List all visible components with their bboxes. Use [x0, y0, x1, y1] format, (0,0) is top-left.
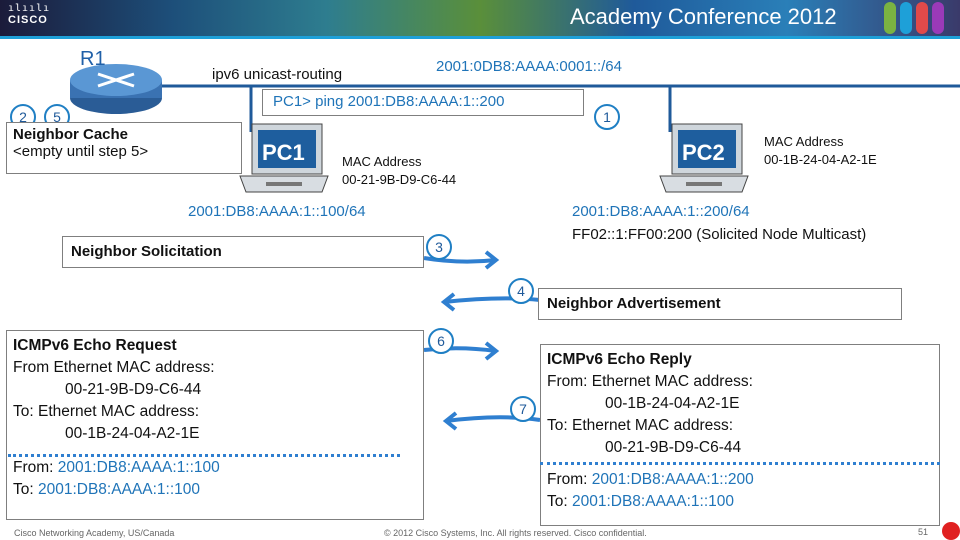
footer-copyright: © 2012 Cisco Systems, Inc. All rights re… [384, 528, 647, 538]
echo-request-divider [8, 454, 400, 457]
cisco-logo: ılıılı CISCO [8, 4, 52, 34]
echo-request-from-mac-label: From Ethernet MAC address: [13, 359, 215, 376]
cisco-logo-text: CISCO [8, 14, 48, 26]
neighbor-solicitation-box: Neighbor Solicitation [62, 236, 424, 268]
echo-reply-panel: ICMPv6 Echo Reply From: Ethernet MAC add… [540, 344, 940, 526]
echo-reply-to-ip-row: To: 2001:DB8:AAAA:1::100 [547, 491, 933, 513]
conference-title: Academy Conference 2012 [570, 4, 837, 29]
step-badge-6: 6 [428, 328, 454, 354]
echo-reply-divider [540, 462, 940, 465]
echo-reply-from-label: From: [547, 471, 592, 488]
color-bar [884, 2, 896, 34]
network-prefix: 2001:0DB8:AAAA:0001::/64 [436, 58, 622, 75]
arrow-left-icon [440, 292, 541, 312]
echo-request-to-mac-label: To: Ethernet MAC address: [13, 403, 200, 420]
echo-reply-to-mac-label: To: Ethernet MAC address: [547, 417, 734, 434]
record-indicator-icon [942, 522, 960, 540]
pc2-computer-icon[interactable] [656, 118, 752, 198]
echo-request-title: ICMPv6 Echo Request [13, 337, 177, 354]
echo-request-to-ip-row: To: 2001:DB8:AAAA:1::100 [13, 479, 417, 501]
router-command: ipv6 unicast-routing [212, 66, 343, 83]
echo-reply-from-mac-label: From: Ethernet MAC address: [547, 373, 753, 390]
pc1-computer-icon[interactable] [236, 118, 332, 198]
color-bar [932, 2, 944, 34]
color-bars-decoration [880, 0, 960, 36]
echo-reply-from-ip-row: From: 2001:DB8:AAAA:1::200 [547, 469, 933, 491]
pc2-name: PC2 [682, 140, 725, 165]
color-bar [916, 2, 928, 34]
pc2-mac: 00-1B-24-04-A2-1E [764, 152, 877, 167]
router-name: R1 [80, 48, 106, 70]
echo-reply-to-label: To: [547, 493, 572, 510]
echo-request-to-label: To: [13, 481, 38, 498]
step-badge-7: 7 [510, 396, 536, 422]
ping-command: PC1> ping 2001:DB8:AAAA:1::200 [273, 93, 505, 110]
pc1-name: PC1 [262, 140, 305, 165]
page-number: 51 [918, 527, 929, 537]
neighbor-advertisement-box: Neighbor Advertisement [538, 288, 902, 320]
echo-request-from-label: From: [13, 459, 58, 476]
header-banner [0, 0, 960, 36]
neighbor-cache-panel: Neighbor Cache <empty until step 5> [6, 122, 242, 174]
echo-reply-from-ip: 2001:DB8:AAAA:1::200 [591, 471, 754, 488]
step-badge-1: 1 [594, 104, 620, 130]
echo-request-from-ip-row: From: 2001:DB8:AAAA:1::100 [13, 457, 417, 479]
echo-request-from-mac: 00-21-9B-D9-C6-44 [65, 381, 202, 398]
pc1-ipv6: 2001:DB8:AAAA:1::100/64 [188, 203, 366, 220]
echo-reply-to-mac: 00-21-9B-D9-C6-44 [605, 439, 742, 456]
echo-request-panel: ICMPv6 Echo Request From Ethernet MAC ad… [6, 330, 424, 520]
echo-request-to-ip: 2001:DB8:AAAA:1::100 [37, 481, 200, 498]
echo-reply-from-mac: 00-1B-24-04-A2-1E [605, 395, 740, 412]
neighbor-advertisement-label: Neighbor Advertisement [547, 295, 721, 312]
neighbor-cache-value: <empty until step 5> [13, 143, 149, 160]
footer-left: Cisco Networking Academy, US/Canada [14, 528, 175, 538]
step-badge-3: 3 [426, 234, 452, 260]
step-badge-4: 4 [508, 278, 534, 304]
echo-reply-to-ip: 2001:DB8:AAAA:1::100 [571, 493, 734, 510]
pc1-mac-label: MAC Address [342, 154, 422, 169]
arrow-right-icon [423, 250, 500, 270]
cisco-logo-bars: ılıılı [8, 3, 51, 14]
color-bar [900, 2, 912, 34]
arrow-left-icon [442, 411, 541, 431]
echo-reply-title: ICMPv6 Echo Reply [547, 351, 692, 368]
header-strip [0, 36, 960, 39]
pc2-mac-label: MAC Address [764, 134, 844, 149]
echo-request-from-ip: 2001:DB8:AAAA:1::100 [57, 459, 220, 476]
pc1-mac: 00-21-9B-D9-C6-44 [342, 172, 457, 187]
neighbor-solicitation-label: Neighbor Solicitation [71, 243, 222, 260]
pc2-ipv6: 2001:DB8:AAAA:1::200/64 [572, 203, 750, 220]
router-icon[interactable] [68, 56, 164, 116]
ping-command-box: PC1> ping 2001:DB8:AAAA:1::200 [262, 89, 584, 116]
echo-request-to-mac: 00-1B-24-04-A2-1E [65, 425, 200, 442]
neighbor-cache-title: Neighbor Cache [13, 126, 129, 143]
pc2-multicast: FF02::1:FF00:200 (Solicited Node Multica… [572, 226, 867, 243]
